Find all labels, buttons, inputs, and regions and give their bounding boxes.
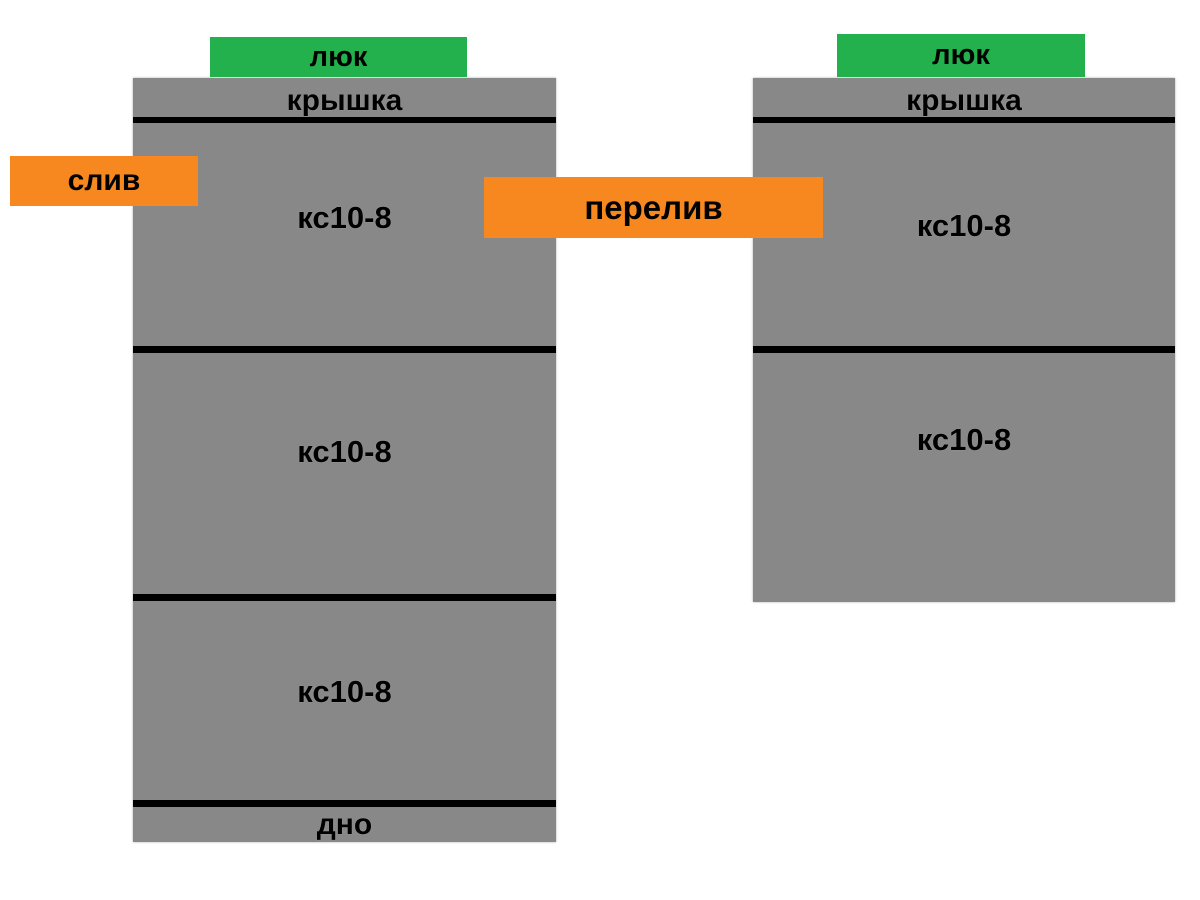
- left-tank-divider-bottom: [133, 800, 556, 807]
- hatch-callout-right-label: люк: [932, 39, 990, 71]
- overflow-callout[interactable]: перелив: [484, 177, 823, 238]
- right-tank-divider-1: [753, 346, 1175, 353]
- left-tank-label-bottom: дно: [316, 808, 373, 841]
- right-tank-divider-cover: [753, 117, 1175, 123]
- overflow-callout-label: перелив: [584, 189, 723, 226]
- right-tank-label-ring-1: кс10-8: [916, 208, 1012, 243]
- right-tank-body: [753, 78, 1175, 602]
- left-tank-divider-1: [133, 346, 556, 353]
- right-tank-label-cover: крышка: [906, 84, 1022, 117]
- drain-callout-label: слив: [67, 164, 141, 197]
- drain-callout[interactable]: слив: [10, 156, 198, 206]
- left-tank-divider-2: [133, 594, 556, 601]
- hatch-callout-left[interactable]: люк: [210, 37, 467, 77]
- left-tank-label-cover: крышка: [286, 84, 403, 117]
- hatch-callout-left-label: люк: [309, 40, 368, 73]
- left-tank-divider-cover: [133, 117, 556, 123]
- left-tank-label-ring-3: кс10-8: [297, 674, 392, 709]
- left-tank-label-ring-1: кс10-8: [297, 200, 392, 235]
- hatch-callout-right[interactable]: люк: [837, 34, 1085, 77]
- left-tank-label-ring-2: кс10-8: [297, 434, 392, 469]
- right-tank-label-ring-2: кс10-8: [916, 422, 1012, 457]
